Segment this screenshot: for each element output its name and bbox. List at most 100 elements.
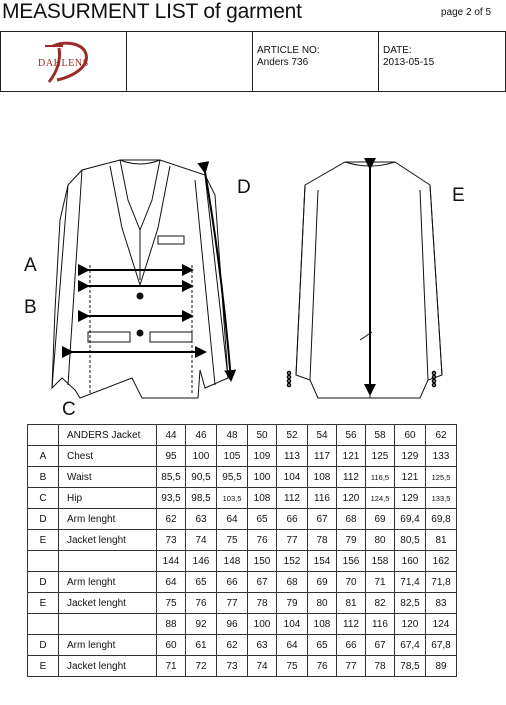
table-cell: 62 <box>156 508 186 530</box>
label-c: C <box>62 399 76 420</box>
article-label: ARTICLE NO: <box>257 45 320 56</box>
logo-wordmark: DAHLENS <box>38 58 89 69</box>
table-cell: 80 <box>365 529 395 551</box>
table-cell: 150 <box>247 550 277 572</box>
table-cell: 62 <box>216 634 248 656</box>
table-cell: 60 <box>394 424 426 446</box>
table-cell: 62 <box>425 424 457 446</box>
table-cell: 162 <box>425 550 457 572</box>
table-cell: 50 <box>247 424 277 446</box>
row-label: Jacket lenght <box>58 529 157 551</box>
table-cell: 133,5 <box>425 487 457 509</box>
table-cell: 120 <box>336 487 366 509</box>
row-label: Arm lenght <box>58 634 157 656</box>
table-cell: 61 <box>185 634 217 656</box>
table-cell: 108 <box>247 487 277 509</box>
table-cell: 78,5 <box>394 655 426 677</box>
table-cell: 74 <box>185 529 217 551</box>
table-cell: 117 <box>307 445 337 467</box>
table-cell: 63 <box>185 508 217 530</box>
table-cell: 64 <box>276 634 308 656</box>
row-code: E <box>27 655 59 677</box>
document-title: MEASURMENT LIST of garment <box>2 0 302 23</box>
table-cell: 71 <box>365 571 395 593</box>
article-value: Anders 736 <box>257 57 309 68</box>
table-cell: 60 <box>156 634 186 656</box>
table-cell: 67 <box>365 634 395 656</box>
table-cell: 71,8 <box>425 571 457 593</box>
table-cell: 80 <box>307 592 337 614</box>
table-cell: 92 <box>185 613 217 635</box>
table-cell: 79 <box>336 529 366 551</box>
label-a: A <box>24 255 37 276</box>
table-cell: 125 <box>365 445 395 467</box>
table-cell: 81 <box>336 592 366 614</box>
table-cell: 116,5 <box>365 466 395 488</box>
article-cell: ARTICLE NO: Anders 736 <box>253 32 379 91</box>
table-cell: 73 <box>216 655 248 677</box>
row-code: B <box>27 466 59 488</box>
table-cell: 103,5 <box>216 487 248 509</box>
table-cell: 112 <box>336 613 366 635</box>
table-cell: 133 <box>425 445 457 467</box>
label-d: D <box>237 177 251 198</box>
table-cell: 148 <box>216 550 248 572</box>
table-cell: 76 <box>185 592 217 614</box>
table-cell: 100 <box>247 466 277 488</box>
table-cell: 116 <box>365 613 395 635</box>
table-cell: 104 <box>276 466 308 488</box>
row-label: Chest <box>58 445 157 467</box>
table-cell: 160 <box>394 550 426 572</box>
table-cell: 66 <box>336 634 366 656</box>
table-cell: 109 <box>247 445 277 467</box>
breast-pocket <box>157 235 185 245</box>
table-cell: 83 <box>425 592 457 614</box>
row-label: Waist <box>58 466 157 488</box>
table-cell: 93,5 <box>156 487 186 509</box>
table-cell: 73 <box>156 529 186 551</box>
row-code <box>27 613 59 635</box>
table-cell: 58 <box>365 424 395 446</box>
table-cell: 71,4 <box>394 571 426 593</box>
table-cell: 71 <box>156 655 186 677</box>
row-label: Jacket lenght <box>58 655 157 677</box>
row-label: Jacket lenght <box>58 592 157 614</box>
row-label: Arm lenght <box>58 571 157 593</box>
back-right-sleeve <box>419 184 443 381</box>
table-cell: 112 <box>276 487 308 509</box>
table-cell: 156 <box>336 550 366 572</box>
row-code: D <box>27 571 59 593</box>
table-cell: 52 <box>276 424 308 446</box>
table-cell: 82 <box>365 592 395 614</box>
table-cell: 146 <box>185 550 217 572</box>
row-label <box>58 550 157 572</box>
table-cell: 88 <box>156 613 186 635</box>
table-cell: 108 <box>307 466 337 488</box>
table-cell: 56 <box>336 424 366 446</box>
logo-cell <box>0 32 127 91</box>
table-cell: 121 <box>336 445 366 467</box>
table-cell: 78 <box>365 655 395 677</box>
header-block: ARTICLE NO: Anders 736 DATE: 2013-05-15 <box>0 31 506 92</box>
table-cell: 81 <box>425 529 457 551</box>
empty-cell <box>127 32 253 91</box>
table-cell: 90,5 <box>185 466 217 488</box>
table-cell: 54 <box>307 424 337 446</box>
table-cell: 63 <box>247 634 277 656</box>
table-cell: 80,5 <box>394 529 426 551</box>
table-cell: 154 <box>307 550 337 572</box>
table-cell: 64 <box>216 508 248 530</box>
table-cell: 66 <box>276 508 308 530</box>
table-cell: 69 <box>307 571 337 593</box>
right-flap-pocket <box>149 331 193 343</box>
row-code: C <box>27 487 59 509</box>
table-cell: 100 <box>247 613 277 635</box>
table-cell: 125,5 <box>425 466 457 488</box>
